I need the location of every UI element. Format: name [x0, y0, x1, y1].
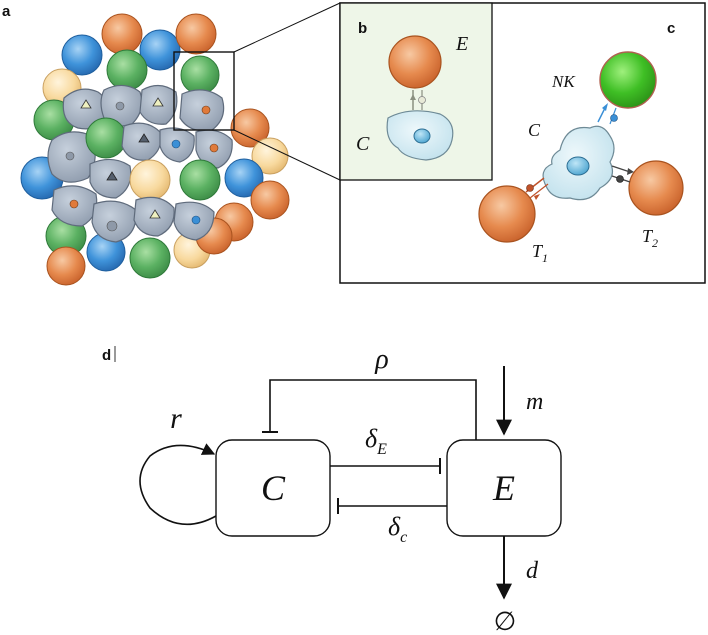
growth-loop — [139, 443, 217, 526]
recruit-label: ρ — [374, 344, 388, 375]
kill-effector-label: δE — [365, 424, 387, 458]
binding-arrow — [602, 103, 608, 111]
binding-arrow — [627, 168, 634, 175]
marker-triangle — [138, 133, 150, 143]
marker-dot — [191, 215, 201, 225]
immune-cell — [85, 117, 127, 159]
empty-set-symbol: ∅ — [494, 607, 517, 635]
zoom-connector-bottom — [233, 129, 341, 181]
panel-b-cancer-label: C — [356, 133, 370, 155]
marker-triangle — [152, 97, 164, 107]
growth-label: r — [170, 402, 182, 435]
node-effector-label: E — [492, 468, 515, 508]
immune-cell — [250, 180, 290, 220]
panel-c-cancer-label: C — [528, 120, 541, 140]
nk-cell — [599, 51, 657, 109]
immune-cell — [101, 13, 143, 55]
marker-dot — [69, 199, 79, 209]
panel-d-label: d — [102, 347, 111, 364]
t2-cell — [628, 160, 684, 216]
marker-triangle — [149, 209, 161, 219]
binding-arrow — [534, 194, 540, 200]
panel-c-t2-label: T2 — [642, 226, 658, 250]
immune-cell — [106, 49, 148, 91]
receptor-dot — [418, 96, 426, 104]
recruit-line — [269, 379, 477, 440]
binding-link — [611, 165, 631, 173]
effector-cell — [388, 35, 442, 89]
panel-c-label: c — [667, 20, 675, 37]
panel-b-label: b — [358, 20, 367, 37]
panel-c-t1-label: T1 — [532, 241, 548, 265]
tumor-cluster — [20, 13, 290, 286]
zoom-connector-top — [233, 2, 341, 53]
immune-cell — [129, 237, 171, 279]
nucleus — [65, 151, 75, 161]
receptor-dot — [610, 114, 618, 122]
marker-triangle — [80, 99, 92, 109]
immune-cell — [46, 246, 86, 286]
marker-dot — [209, 143, 219, 153]
marker-dot — [201, 105, 211, 115]
immune-cell — [230, 108, 270, 148]
nucleus — [115, 101, 125, 111]
node-cancer — [215, 439, 331, 537]
receptor-dot — [616, 175, 624, 183]
marker-triangle — [106, 171, 118, 181]
node-cancer-label: C — [261, 468, 286, 508]
kill-cancer-label: δc — [388, 512, 407, 546]
panel-b-effector-label: E — [455, 33, 468, 55]
immune-cell — [179, 159, 221, 201]
immune-cell — [61, 34, 103, 76]
panel-a-label: a — [2, 3, 11, 20]
zoom-box — [173, 51, 235, 131]
immune-cell — [180, 55, 220, 95]
nucleus — [106, 220, 118, 232]
nucleus — [413, 128, 431, 144]
panel-c-nk-label: NK — [551, 72, 576, 91]
death-label: d — [526, 558, 539, 584]
binding-link — [529, 183, 549, 199]
immune-cell — [175, 13, 217, 55]
source-label: m — [526, 389, 543, 415]
t1-cell — [478, 185, 536, 243]
immune-cell — [139, 29, 181, 71]
marker-dot — [171, 139, 181, 149]
nucleus — [566, 156, 590, 176]
immune-cell — [224, 158, 264, 198]
immune-cell — [129, 159, 171, 201]
receptor-dot — [526, 184, 534, 192]
binding-arrow — [410, 94, 416, 100]
